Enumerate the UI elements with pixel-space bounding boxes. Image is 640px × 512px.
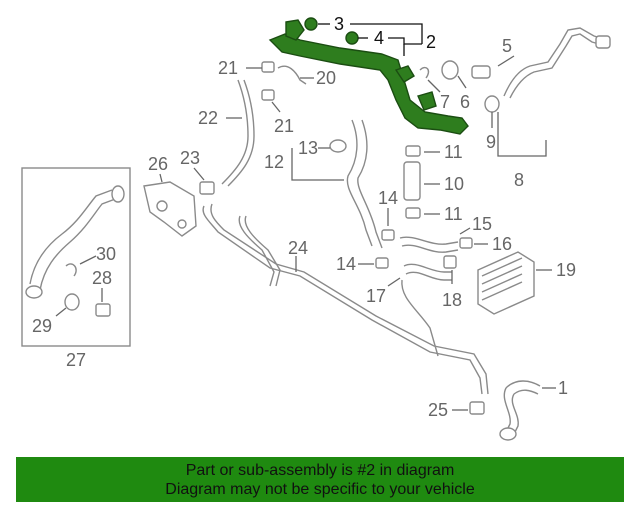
callout-13: 13 [298, 138, 318, 158]
part-3-cap [304, 17, 318, 31]
part-19-oil-cooler [477, 251, 535, 315]
part-22-hose [221, 79, 249, 185]
part-25-clamp [469, 401, 485, 415]
highlighted-part-2[interactable] [268, 19, 469, 135]
callout-17: 17 [366, 286, 386, 306]
part-18-clamp [443, 255, 457, 269]
callout-21-top: 21 [218, 58, 238, 78]
part-6-seal [441, 60, 459, 80]
part-26-flange [143, 181, 197, 237]
part-15-hose [399, 236, 459, 245]
callout-6: 6 [460, 92, 470, 112]
callout-11-top: 11 [444, 142, 463, 162]
part-10-hose [403, 161, 421, 201]
part-28-clamp [95, 303, 111, 317]
part-16-clamp [459, 237, 473, 249]
callout-16: 16 [492, 234, 512, 254]
callout-5: 5 [502, 36, 512, 56]
callout-20: 20 [316, 68, 336, 88]
part-7-clip [419, 66, 430, 79]
callout-10: 10 [444, 174, 464, 194]
part-11-clamp-top [405, 145, 421, 157]
callout-15: 15 [472, 214, 492, 234]
part-1-hose [503, 380, 541, 433]
part-5-sensor [471, 65, 491, 79]
callout-19: 19 [556, 260, 576, 280]
hose-part-8[interactable] [503, 27, 609, 97]
callout-29: 29 [32, 316, 52, 336]
callout-3: 3 [334, 14, 344, 34]
part-21-clamp-top [261, 61, 275, 73]
banner-line-2: Diagram may not be specific to your vehi… [165, 481, 475, 498]
callout-1: 1 [558, 378, 568, 398]
callout-22: 22 [198, 108, 218, 128]
callout-28: 28 [92, 268, 112, 288]
callout-2: 2 [426, 32, 436, 52]
part-27-kit-box [21, 167, 131, 347]
callout-11-bottom: 11 [444, 204, 463, 224]
part-9-seal [484, 95, 500, 113]
part-4-plug [345, 31, 359, 45]
part-12-pipe [346, 119, 373, 247]
callout-14-bottom: 14 [336, 254, 356, 274]
part-20-hose [277, 65, 307, 85]
callout-30: 30 [96, 244, 116, 264]
parts-diagram: 3 4 2 8 5 6 7 9 21 20 21 22 13 12 14 14 … [21, 14, 611, 441]
callout-7: 7 [440, 92, 450, 112]
callout-4: 4 [374, 28, 384, 48]
callout-25: 25 [428, 400, 448, 420]
info-banner: Part or sub-assembly is #2 in diagram Di… [16, 457, 624, 502]
callout-8: 8 [514, 170, 524, 190]
part-29-seal [64, 293, 80, 311]
part-11-clamp-bottom [405, 207, 421, 219]
part-14-clamp-bottom [375, 257, 389, 269]
callout-27: 27 [66, 350, 86, 370]
callout-21-bottom: 21 [274, 116, 294, 136]
callout-9: 9 [486, 132, 496, 152]
callout-24: 24 [288, 238, 308, 258]
callout-18: 18 [442, 290, 462, 310]
hose-8-end [595, 35, 611, 49]
callout-12: 12 [264, 152, 284, 172]
part-13-seal [329, 139, 347, 153]
part-27-hose [29, 189, 113, 285]
callout-14-top: 14 [378, 188, 398, 208]
part-17-hose [403, 263, 452, 273]
part-23-clamp [199, 181, 215, 195]
part-30-clip [65, 263, 77, 277]
callout-group-2-3-4 [318, 23, 423, 56]
callout-26: 26 [148, 154, 168, 174]
banner-line-1: Part or sub-assembly is #2 in diagram [185, 462, 455, 479]
part-21-clamp-bottom [261, 89, 275, 101]
callout-23: 23 [180, 148, 200, 168]
part-14-clamp-top [381, 229, 395, 241]
